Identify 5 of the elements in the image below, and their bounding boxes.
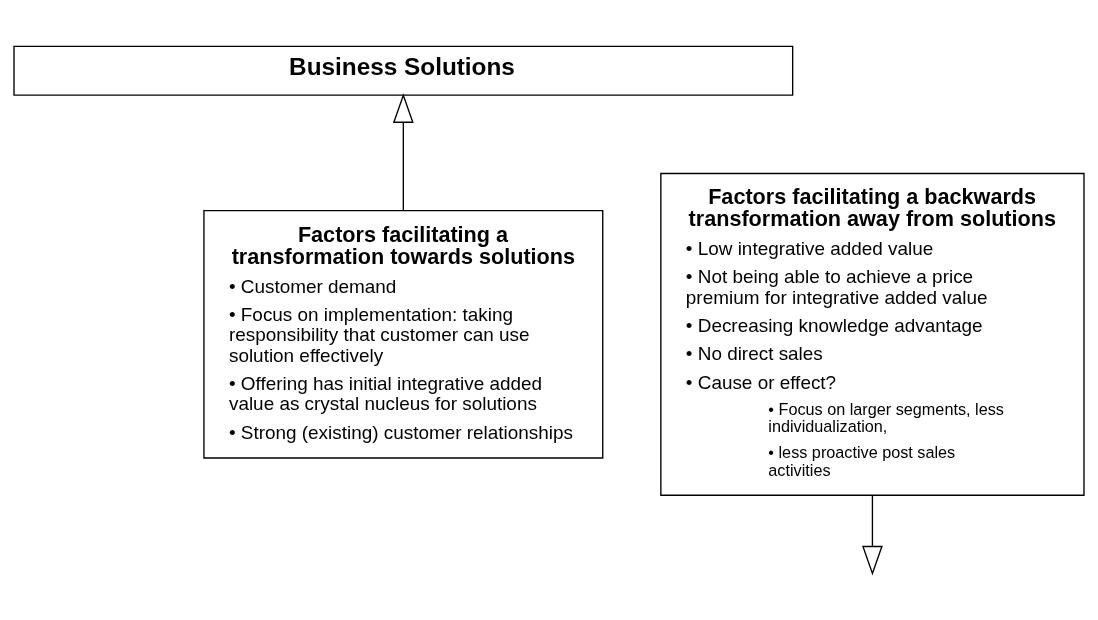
node-box: Business Solutions bbox=[13, 45, 794, 96]
node-box: Factors facilitating a transformation towards solutions • Customer demand • Focus on implementation: taking responsibility that customer can use solution effectively • Offering has initial integrative added value as crystal nucleus for solutions • Strong (existing) customer relationships bbox=[203, 209, 604, 459]
node-box: Factors facilitating a backwards transformation away from solutions • Low integrative added value • Not being able to achieve a price premium for integrative added value • Decreasing knowledge advantage • No direct sales • Cause or effect? • Focus on larger segments, less individualization, • less proactive post sales activities bbox=[660, 172, 1085, 496]
arrow bbox=[392, 92, 414, 211]
arrow bbox=[862, 494, 883, 576]
